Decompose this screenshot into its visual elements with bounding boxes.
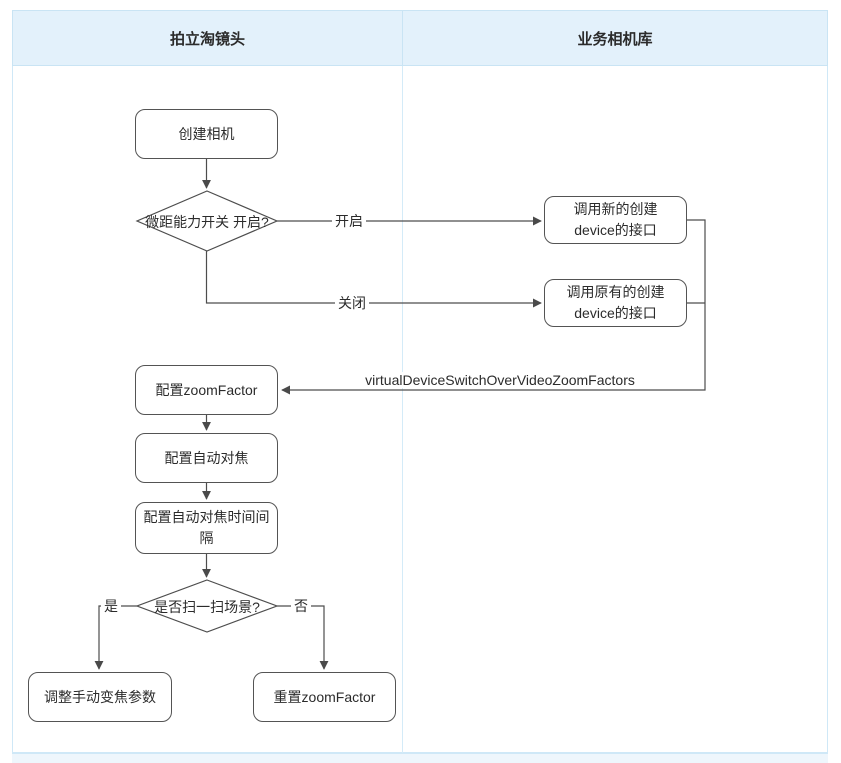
node-call-original-device: 调用原有的创建 device的接口 [544, 279, 687, 327]
node-line-2: device的接口 [574, 222, 657, 238]
edge-label-zoomfactors-api: virtualDeviceSwitchOverVideoZoomFactors [362, 372, 638, 388]
node-create-camera: 创建相机 [135, 109, 278, 159]
node-label: 创建相机 [178, 125, 235, 142]
diamond-scan-scene [135, 579, 279, 633]
node-set-autofocus: 配置自动对焦 [135, 433, 278, 483]
node-reset-zoomfactor: 重置zoomFactor [253, 672, 396, 722]
decision-line-2: 开启? [233, 214, 269, 230]
swimlane-footer-band [12, 753, 828, 763]
lane-title-pailitao: 拍立淘镜头 [170, 30, 246, 48]
lane-title-camera-lib: 业务相机库 [402, 11, 827, 65]
node-label: 调整手动变焦参数 [44, 688, 156, 705]
edge-label-off: 关闭 [335, 293, 369, 313]
diamond-macro-switch [135, 190, 279, 252]
decision-line-1: 微距能力开关 [145, 214, 230, 230]
decision-scan-scene-label: 是否扫一扫场景? [154, 599, 260, 615]
node-call-new-device: 调用新的创建 device的接口 [544, 196, 687, 244]
edge-yes-to-adjust [94, 605, 137, 670]
lane-header: 拍立淘镜头 业务相机库 [12, 10, 828, 66]
node-set-zoomfactor: 配置zoomFactor [135, 365, 278, 415]
edge-bus-to-zoomfactor [281, 219, 706, 395]
node-line-1: 调用新的创建 [573, 201, 658, 217]
edge-label-yes: 是 [101, 596, 121, 616]
lane-divider [402, 66, 403, 753]
node-line-1: 配置自动对焦时间间 [143, 509, 270, 525]
edge-label-no: 否 [291, 596, 311, 616]
edge-off-to-original-device [205, 251, 542, 308]
node-label: 重置zoomFactor [273, 688, 376, 705]
node-line-2: device的接口 [574, 305, 657, 321]
node-line-1: 调用原有的创建 [566, 284, 665, 300]
node-label: 配置zoomFactor [155, 381, 258, 398]
node-adjust-manual-zoom: 调整手动变焦参数 [28, 672, 172, 722]
node-set-autofocus-interval: 配置自动对焦时间间 隔 [135, 502, 278, 554]
decision-macro-switch-label: 微距能力开关 开启? [145, 211, 269, 233]
node-line-2: 隔 [199, 530, 214, 546]
edge-label-on: 开启 [332, 211, 366, 231]
node-label: 配置自动对焦 [164, 449, 249, 466]
